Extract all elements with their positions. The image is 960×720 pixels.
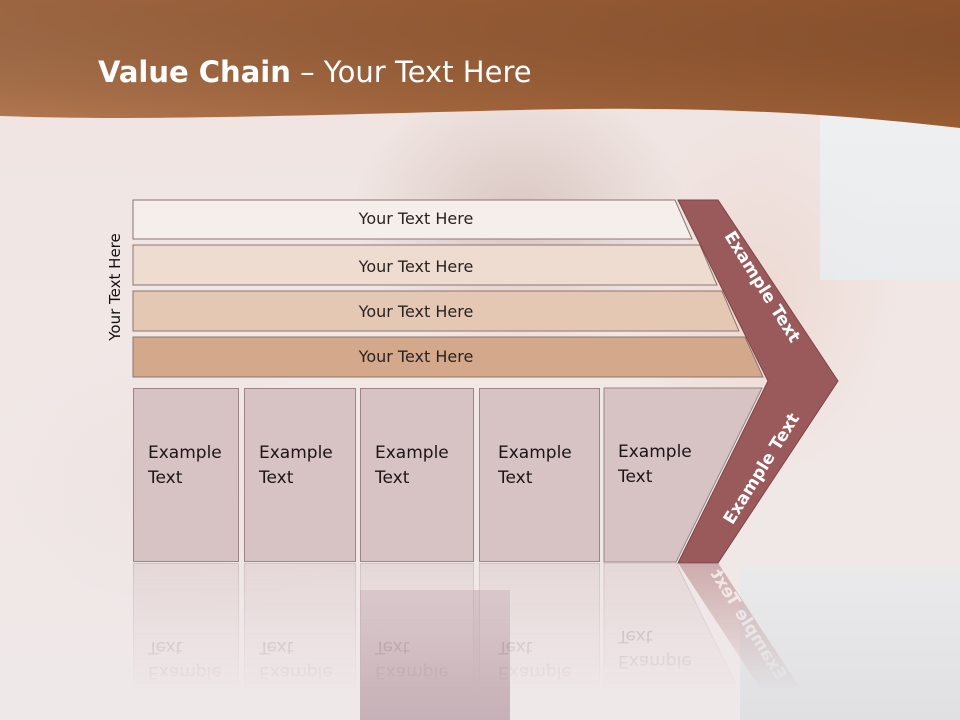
background-window <box>820 110 960 280</box>
row-3-label: Your Text Here <box>358 302 474 321</box>
reflection-shapes <box>603 563 800 720</box>
reflection-chevron <box>678 563 800 688</box>
row-2-shape <box>132 244 718 286</box>
row-1-shape <box>132 199 693 240</box>
box-5-shape <box>603 387 763 563</box>
slide-title: Value Chain – Your Text Here <box>98 55 532 89</box>
row-1-label: Your Text Here <box>358 209 474 228</box>
row-2-label: Your Text Here <box>358 257 474 276</box>
title-rest: – Your Text Here <box>290 55 532 89</box>
row-4-label: Your Text Here <box>358 347 474 366</box>
background-laptop <box>740 565 960 720</box>
row-4-shape <box>132 336 764 378</box>
reflection-box-5-shape <box>603 563 755 720</box>
title-bold: Value Chain <box>98 55 291 89</box>
header-band <box>0 0 960 128</box>
row-3-shape <box>132 290 740 332</box>
